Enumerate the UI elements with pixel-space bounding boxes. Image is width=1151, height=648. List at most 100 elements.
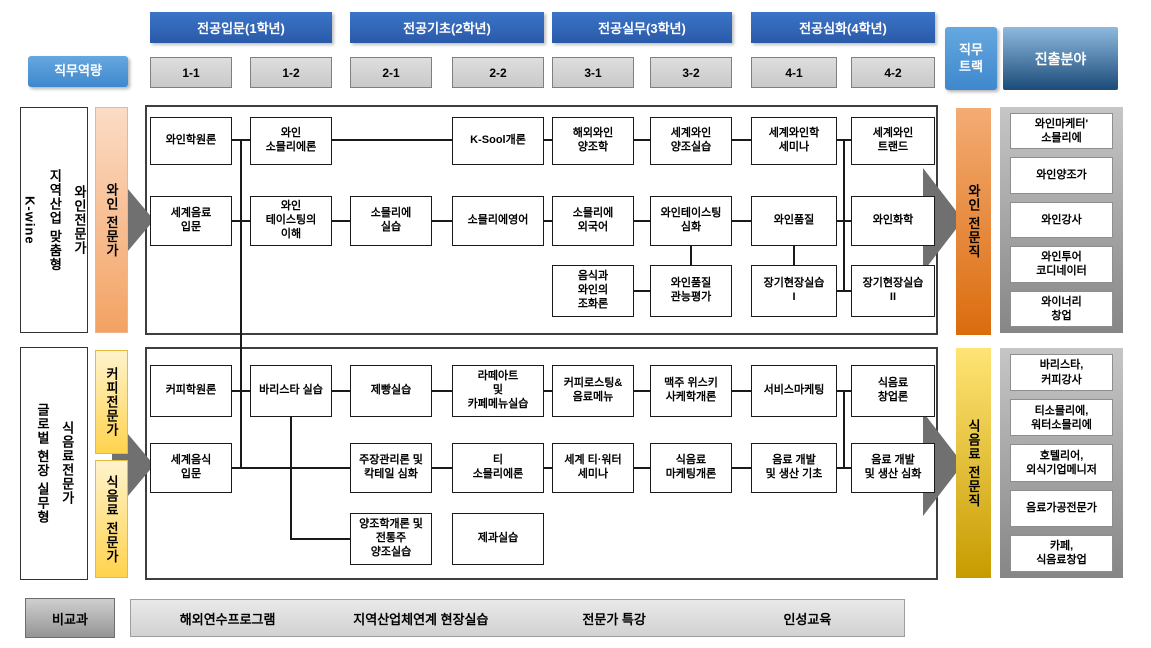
course-box: 식음료 창업론 [851, 365, 935, 417]
food-side-label: 식음료전문가 글로벌 현장 실무형 [35, 402, 75, 525]
semester-3-2: 3-2 [650, 57, 732, 88]
connector-line [732, 139, 751, 141]
course-box: 소믈리에 실습 [350, 196, 432, 246]
food-careers-panel: 바리스타, 커피강사 티소믈리에, 워터소믈리에 호텔리어, 외식기업메니저 음… [1000, 348, 1123, 578]
semester-1-2: 1-2 [250, 57, 332, 88]
connector-line [634, 220, 650, 222]
career-item: 와인마케터' 소믈리에 [1010, 113, 1113, 150]
wine-track-bar: 와인 전문직 [956, 108, 991, 335]
course-box: 세계음료 입문 [150, 196, 232, 246]
connector-line [843, 139, 845, 292]
semester-2-2: 2-2 [452, 57, 544, 88]
connector-line [332, 390, 350, 392]
course-box: 장기현장실습 I [751, 265, 837, 317]
course-box: 제과실습 [452, 513, 544, 565]
connector-line [332, 220, 350, 222]
beverage-competency-label: 식음료 전문가 [104, 474, 119, 564]
course-box: K-Sool개론 [452, 117, 544, 165]
connector-line [290, 538, 350, 540]
course-box: 와인 소믈리에론 [250, 117, 332, 165]
course-box: 음식과 와인의 조화론 [552, 265, 634, 317]
connector-line [432, 390, 452, 392]
course-box: 제빵실습 [350, 365, 432, 417]
career-item: 티소믈리에, 워터소믈리에 [1010, 399, 1113, 437]
semester-2-1: 2-1 [350, 57, 432, 88]
connector-line [732, 220, 751, 222]
extracurricular-item: 해외연수프로그램 [179, 611, 276, 627]
connector-line [544, 390, 552, 392]
connector-line [290, 417, 292, 539]
extracurricular-header: 비교과 [25, 598, 115, 638]
extracurricular-item: 인성교육 [783, 611, 832, 627]
career-item: 음료가공전문가 [1010, 489, 1113, 527]
course-box: 와인 테이스팅의 이해 [250, 196, 332, 246]
beverage-competency-bar: 식음료 전문가 [95, 460, 128, 578]
connector-line [634, 290, 650, 292]
course-box: 맥주 위스키 사케학개론 [650, 365, 732, 417]
coffee-competency-label: 커피전문가 [104, 367, 119, 437]
connector-line [732, 467, 751, 469]
connector-line [432, 220, 452, 222]
career-item: 바리스타, 커피강사 [1010, 354, 1113, 392]
food-side-label-box: 식음료전문가 글로벌 현장 실무형 [20, 347, 88, 580]
career-item: 와인투어 코디네이터 [1010, 246, 1113, 283]
connector-line [544, 139, 552, 141]
semester-1-1: 1-1 [150, 57, 232, 88]
course-box: 와인화학 [851, 196, 935, 246]
course-box: 식음료 마케팅개론 [650, 443, 732, 493]
coffee-competency-bar: 커피전문가 [95, 350, 128, 454]
semester-4-1: 4-1 [751, 57, 837, 88]
connector-line [634, 390, 650, 392]
extracurricular-bar: 해외연수프로그램 지역산업체연계 현장실습 전문가 특강 인성교육 [130, 599, 905, 637]
course-box: 서비스마케팅 [751, 365, 837, 417]
wine-side-label-box: 와인전문가 지역산업 맞춤형 K-wine [20, 107, 88, 333]
extracurricular-item: 지역산업체연계 현장실습 [353, 611, 489, 627]
year-header-2: 전공기초(2학년) [350, 12, 544, 43]
course-box: 양조학개론 및 전통주 양조실습 [350, 513, 432, 565]
semester-3-1: 3-1 [552, 57, 634, 88]
course-box: 해외와인 양조학 [552, 117, 634, 165]
course-box: 장기현장실습 II [851, 265, 935, 317]
course-box: 커피학원론 [150, 365, 232, 417]
course-box: 세계와인 양조실습 [650, 117, 732, 165]
course-box: 세계와인학 세미나 [751, 117, 837, 165]
course-box: 와인품질 [751, 196, 837, 246]
food-track-label: 식음료 전문직 [966, 418, 981, 508]
connector-line [240, 139, 242, 469]
course-box: 소믈리에영어 [452, 196, 544, 246]
wine-side-label: 와인전문가 지역산업 맞춤형 K-wine [22, 168, 88, 272]
wine-careers-panel: 와인마케터' 소믈리에 와인양조가 와인강사 와인투어 코디네이터 와이너리 창… [1000, 107, 1123, 333]
course-box: 세계음식 입문 [150, 443, 232, 493]
connector-line [544, 220, 552, 222]
year-header-4: 전공심화(4학년) [751, 12, 935, 43]
career-item: 와인강사 [1010, 201, 1113, 239]
connector-line [634, 467, 650, 469]
connector-line [232, 390, 250, 392]
wine-competency-bar: 와인 전문가 [95, 107, 128, 333]
career-item: 와이너리 창업 [1010, 290, 1113, 328]
course-box: 음료 개발 및 생산 심화 [851, 443, 935, 493]
course-box: 소믈리에 외국어 [552, 196, 634, 246]
course-box: 음료 개발 및 생산 기초 [751, 443, 837, 493]
semester-4-2: 4-2 [851, 57, 935, 88]
connector-line [793, 246, 795, 265]
year-header-3: 전공실무(3학년) [552, 12, 732, 43]
career-item: 와인양조가 [1010, 157, 1113, 194]
course-box: 티 소믈리에론 [452, 443, 544, 493]
career-field-header: 진출분야 [1003, 27, 1118, 90]
course-box: 주장관리론 및 칵테일 심화 [350, 443, 432, 493]
connector-line [732, 390, 751, 392]
course-box: 커피로스팅& 음료메뉴 [552, 365, 634, 417]
course-box: 와인품질 관능평가 [650, 265, 732, 317]
extracurricular-item: 전문가 특강 [582, 611, 646, 627]
job-track-header: 직무 트랙 [945, 27, 997, 90]
career-item: 카페, 식음료창업 [1010, 534, 1113, 573]
course-box: 와인학원론 [150, 117, 232, 165]
course-box: 세계 티·워터 세미나 [552, 443, 634, 493]
course-box: 바리스타 실습 [250, 365, 332, 417]
wine-track-label: 와인 전문직 [966, 184, 981, 259]
connector-line [634, 139, 650, 141]
connector-line [332, 139, 452, 141]
connector-line [544, 467, 552, 469]
